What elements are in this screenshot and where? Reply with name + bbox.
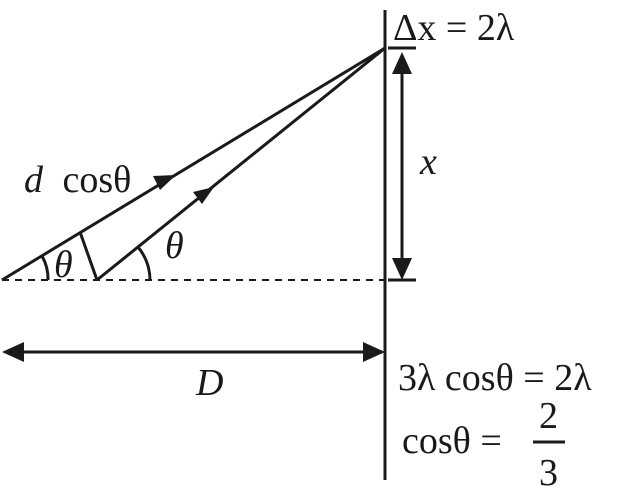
D-arrow-left (2, 342, 24, 362)
x-label: x (419, 141, 437, 183)
lower-ray (96, 46, 386, 282)
lower-ray-arrowhead (193, 187, 214, 204)
upper-ray-arrowhead (153, 175, 176, 190)
equation-line-2-lhs: cosθ = (402, 420, 502, 462)
D-arrow-right (363, 342, 385, 362)
theta-left-arc (40, 255, 50, 281)
theta-left-label: θ (54, 244, 73, 286)
path-difference-label: d cosθ (24, 159, 131, 201)
cos-theta-label: cosθ (63, 159, 132, 201)
fraction-denominator: 3 (539, 452, 558, 494)
D-label: D (195, 362, 223, 404)
theta-right-label: θ (165, 225, 184, 267)
d-label: d (24, 159, 44, 201)
x-arrow-bottom (392, 258, 412, 280)
delta-x-label: Δx = 2λ (393, 7, 515, 49)
upper-ray (1, 46, 386, 282)
theta-right-arc (136, 246, 152, 281)
perpendicular-segment (78, 231, 99, 281)
x-arrow-top (392, 52, 412, 74)
equation-line-1: 3λ cosθ = 2λ (398, 357, 592, 399)
fraction-numerator: 2 (539, 395, 558, 437)
